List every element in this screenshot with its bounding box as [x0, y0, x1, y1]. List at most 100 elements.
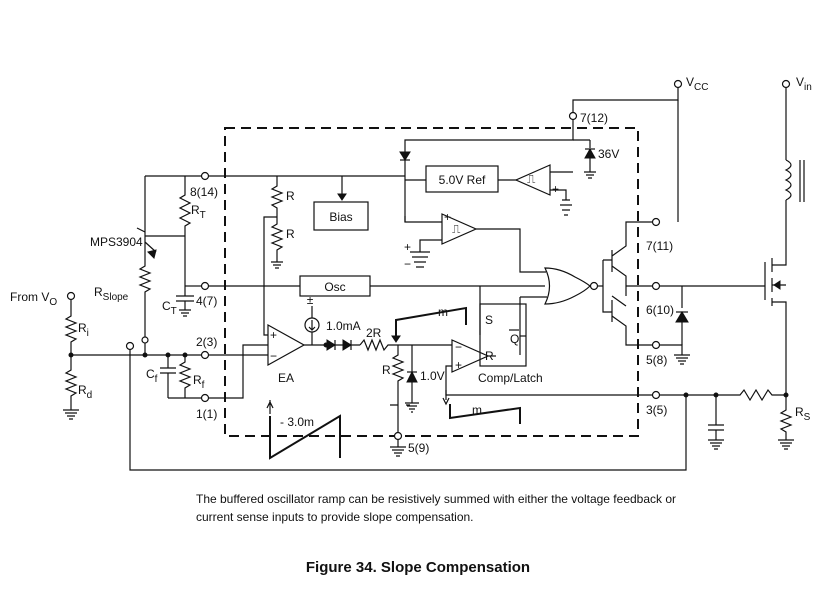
1v-zener-diode	[406, 370, 418, 383]
r1-label: R	[286, 189, 295, 203]
rt-label: RT	[191, 203, 206, 221]
latch-s-label: S	[485, 313, 493, 327]
svg-text:+: +	[552, 182, 559, 196]
series-diode-1	[326, 339, 336, 351]
cf-label: Cf	[146, 367, 158, 385]
clamp-diode	[675, 311, 689, 323]
vcc-terminal	[673, 79, 683, 89]
ea-label: EA	[278, 371, 294, 385]
pin-gnd59-terminal	[393, 431, 403, 441]
svg-text:⎍: ⎍	[527, 172, 536, 186]
rt-resistor	[178, 176, 192, 244]
rs-resistor	[779, 395, 793, 440]
vin-terminal	[781, 79, 791, 89]
pin-pgnd-label: 6(10)	[646, 303, 674, 317]
rs-label: RS	[795, 405, 811, 423]
totem-pole	[603, 221, 652, 346]
pin-rt-terminal	[200, 171, 210, 181]
cf-capacitor	[160, 355, 176, 398]
pin-gnd59-label: 5(9)	[408, 441, 429, 455]
bias-label: Bias	[329, 210, 352, 224]
waveform-neg-m	[395, 306, 467, 338]
pin-cs-terminal	[651, 390, 661, 400]
zener-ground-icon	[584, 171, 596, 179]
r2-label: R	[286, 227, 295, 241]
vcc-internal-wire	[404, 120, 574, 223]
rf-resistor	[178, 355, 192, 398]
mosfet	[764, 250, 787, 395]
svg-text:+: +	[444, 210, 451, 224]
ct-capacitor	[176, 286, 194, 317]
slope-30m-label: - 3.0m	[280, 415, 314, 429]
ri-resistor	[64, 300, 78, 355]
rf-label: Rf	[193, 373, 205, 391]
svg-text:±: ±	[307, 293, 314, 307]
vcc-label: VCC	[686, 75, 708, 93]
transistor-label: MPS3904	[90, 235, 143, 249]
bias-block	[313, 201, 369, 231]
waveform-30m	[269, 414, 341, 460]
pin-comp-terminal	[200, 393, 210, 403]
rslope-resistor	[138, 248, 152, 325]
svg-text:+: +	[455, 358, 462, 372]
pin-rt-label: 8(14)	[190, 185, 218, 199]
slope-loop-wire	[129, 350, 687, 471]
pin-gnd58-terminal	[651, 340, 661, 350]
2r-resistor	[359, 338, 452, 352]
rslope-label: RSlope	[94, 285, 129, 303]
current-label: 1.0mA	[326, 319, 361, 333]
vcc-wire	[572, 88, 679, 113]
uvlo2-comparator	[441, 213, 478, 245]
latch-q-label: Q	[510, 332, 519, 346]
pin-ct-label: 4(7)	[196, 294, 217, 308]
vin-label: Vin	[796, 75, 812, 93]
pin-fb-label: 2(3)	[196, 335, 217, 349]
slope-neg-m-label: -m	[434, 305, 448, 319]
ic-boundary	[224, 127, 639, 437]
waveform-m	[449, 404, 521, 424]
pin-vcc-terminal	[568, 111, 578, 121]
from-vo-label: From VO	[10, 290, 57, 308]
uvlo-comparator	[514, 164, 551, 196]
ct-label: CT	[162, 299, 177, 317]
pin-cs-label: 3(5)	[646, 403, 667, 417]
pin-gnd58-label: 5(8)	[646, 353, 667, 367]
cs-filter-resistor	[660, 388, 786, 402]
gate-bubble	[589, 281, 599, 291]
cs-comparator	[451, 339, 490, 373]
svg-text:−: −	[404, 257, 411, 271]
pin-fb-terminal	[200, 350, 210, 360]
ref-label: 5.0V Ref	[439, 173, 486, 187]
latch-r-label: R	[485, 349, 494, 363]
cs-filter-capacitor	[708, 395, 724, 450]
ref-block	[425, 165, 499, 193]
slope-node-terminal	[125, 341, 135, 351]
ref-ground-icon	[560, 199, 572, 216]
pin-ct-terminal	[200, 281, 210, 291]
latch-block	[479, 303, 527, 367]
figure-title: Figure 34. Slope Compensation	[305, 559, 531, 576]
pin-out-label: 7(11)	[646, 239, 673, 253]
r1-resistor	[270, 176, 284, 217]
slope-m-label: m	[472, 403, 482, 417]
one-v-label: 1.0V	[420, 369, 445, 383]
two-r-label: 2R	[366, 326, 382, 340]
ri-label: Ri	[78, 321, 89, 339]
r3-resistor	[391, 345, 405, 405]
rd-label: Rd	[78, 383, 92, 401]
svg-text:+: +	[270, 328, 277, 342]
pin-comp-label: 1(1)	[196, 407, 217, 421]
svg-text:+: +	[404, 240, 411, 254]
pin-out-terminal	[651, 217, 661, 227]
svg-text:−: −	[270, 349, 277, 363]
zener-label: 36V	[598, 147, 619, 161]
zener-36v-diode	[584, 147, 596, 159]
pin-pgnd-out-terminal	[651, 281, 661, 291]
series-diode-2	[342, 339, 352, 351]
svg-text:−: −	[455, 340, 462, 354]
output-gate	[544, 267, 591, 305]
from-vo-terminal	[66, 291, 76, 301]
osc-label: Osc	[324, 280, 345, 294]
ref-diode	[399, 151, 411, 161]
